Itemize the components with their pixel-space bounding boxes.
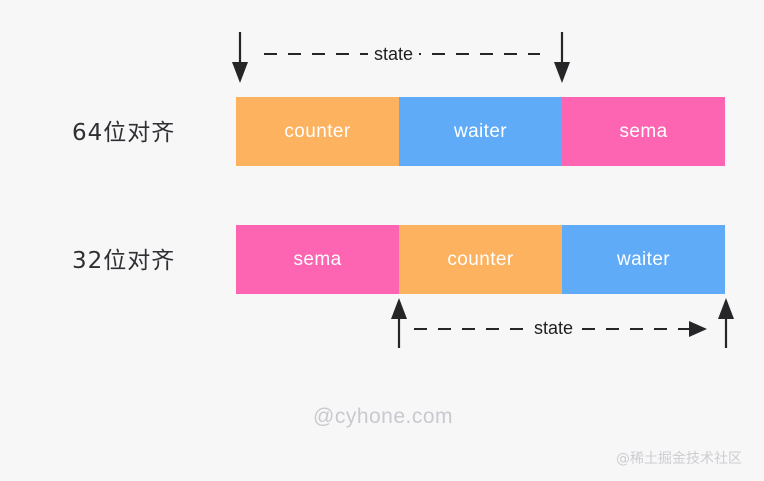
segment-label: counter	[447, 248, 514, 270]
state-arrowhead-right	[689, 321, 707, 337]
memory-bar-64bit: counter waiter sema	[236, 97, 725, 166]
down-arrow-left-head	[232, 62, 248, 83]
memory-bar-32bit: sema counter waiter	[236, 225, 725, 294]
watermark-site: @cyhone.com	[313, 405, 454, 428]
up-arrow-left-head	[391, 298, 407, 319]
segment-counter-64bit: counter	[236, 97, 399, 166]
watermark-community: @稀土掘金技术社区	[616, 451, 742, 467]
segment-label: waiter	[616, 248, 671, 270]
segment-counter-32bit: counter	[399, 225, 562, 294]
segment-label: waiter	[453, 120, 508, 142]
segment-label: counter	[284, 120, 351, 142]
segment-sema-32bit: sema	[236, 225, 399, 294]
up-arrow-right-head	[718, 298, 734, 319]
state-label-top: state	[368, 44, 420, 65]
segment-sema-64bit: sema	[562, 97, 725, 166]
row-label-32bit: 32位对齐	[72, 248, 176, 274]
state-label-bottom: state	[528, 318, 580, 339]
row-label-64bit: 64位对齐	[72, 120, 176, 146]
segment-label: sema	[619, 120, 668, 142]
segment-waiter-64bit: waiter	[399, 97, 562, 166]
segment-waiter-32bit: waiter	[562, 225, 725, 294]
down-arrow-right-head	[554, 62, 570, 83]
segment-label: sema	[293, 248, 342, 270]
